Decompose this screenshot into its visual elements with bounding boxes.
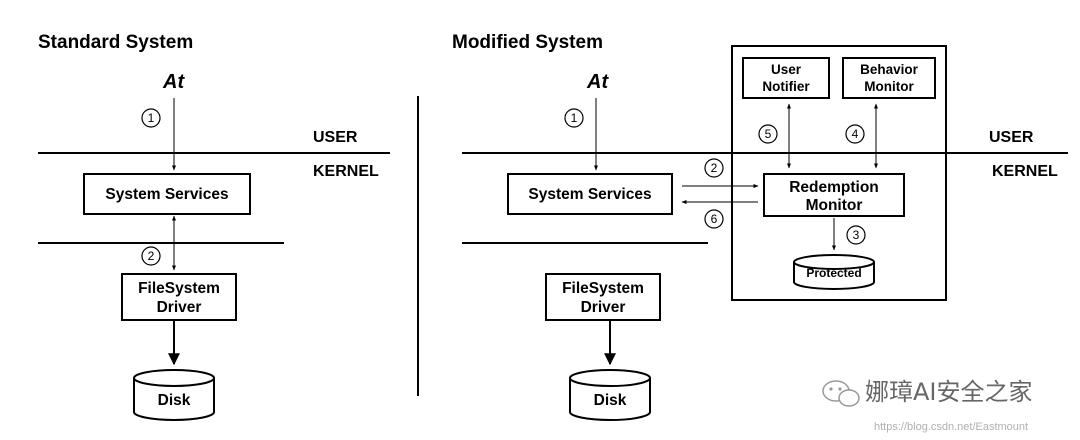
system-services-label-right: System Services [528, 186, 651, 203]
step-6-label: 6 [711, 212, 718, 226]
behavior-monitor-line1: Behavior [860, 62, 919, 77]
step-1-marker-right: 1 [564, 108, 584, 128]
user-label-right: USER [989, 129, 1034, 146]
step-2-marker-left: 2 [141, 246, 161, 266]
filesystem-driver-line2-right: Driver [581, 299, 626, 316]
step-2-marker-right: 2 [704, 158, 724, 178]
user-notifier-line2: Notifier [762, 79, 810, 94]
step-1-label-left: 1 [148, 111, 155, 125]
modified-system-title: Modified System [452, 32, 603, 53]
disk-label-right: Disk [594, 392, 627, 409]
step-3-marker: 3 [846, 225, 866, 245]
step-2-label-left: 2 [148, 249, 155, 263]
disk-label-left: Disk [158, 392, 191, 409]
step-2-label-right: 2 [711, 161, 718, 175]
filesystem-driver-box-left [121, 273, 237, 321]
disk-cylinder-left: Disk [133, 369, 215, 421]
disk-cylinder-right: Disk [569, 369, 651, 421]
user-notifier-line1: User [771, 62, 802, 77]
redemption-monitor-line1: Redemption [789, 179, 879, 196]
watermark-url: https://blog.csdn.net/Eastmount [874, 421, 1028, 433]
actor-at-right: At [586, 71, 609, 93]
wechat-logo-icon [822, 380, 860, 407]
redemption-monitor-line2: Monitor [806, 197, 863, 214]
protected-cylinder: Protected [793, 254, 875, 290]
filesystem-driver-line1-right: FileSystem [562, 280, 644, 297]
standard-system-panel: Standard System At 1 USER KERNEL System … [38, 32, 390, 421]
filesystem-driver-line1-left: FileSystem [138, 280, 220, 297]
step-3-label: 3 [853, 228, 860, 242]
watermark-name: 娜璋AI安全之家 [865, 378, 1033, 406]
step-5-marker: 5 [758, 124, 778, 144]
kernel-label-left: KERNEL [313, 163, 379, 180]
redemption-monitor-box [763, 173, 905, 217]
step-4-label: 4 [852, 127, 859, 141]
watermark: 娜璋AI安全之家 https://blog.csdn.net/Eastmount [822, 378, 1033, 433]
filesystem-driver-box-right [545, 273, 661, 321]
step-6-marker: 6 [704, 209, 724, 229]
protected-label: Protected [806, 266, 861, 280]
modified-system-panel: Modified System At 1 USER KERNEL User No… [452, 32, 1068, 421]
filesystem-driver-line2-left: Driver [157, 299, 202, 316]
step-5-label: 5 [765, 127, 772, 141]
behavior-monitor-box [842, 57, 936, 99]
user-notifier-box [742, 57, 830, 99]
kernel-label-right: KERNEL [992, 163, 1058, 180]
step-4-marker: 4 [845, 124, 865, 144]
user-label-left: USER [313, 129, 358, 146]
system-services-box-left [83, 173, 251, 215]
standard-system-title: Standard System [38, 32, 193, 53]
behavior-monitor-line2: Monitor [864, 79, 914, 94]
actor-at-left: At [162, 71, 185, 93]
system-services-box-right [507, 173, 673, 215]
step-1-label-right: 1 [571, 111, 578, 125]
system-services-label-left: System Services [105, 186, 228, 203]
step-1-marker-left: 1 [141, 108, 161, 128]
